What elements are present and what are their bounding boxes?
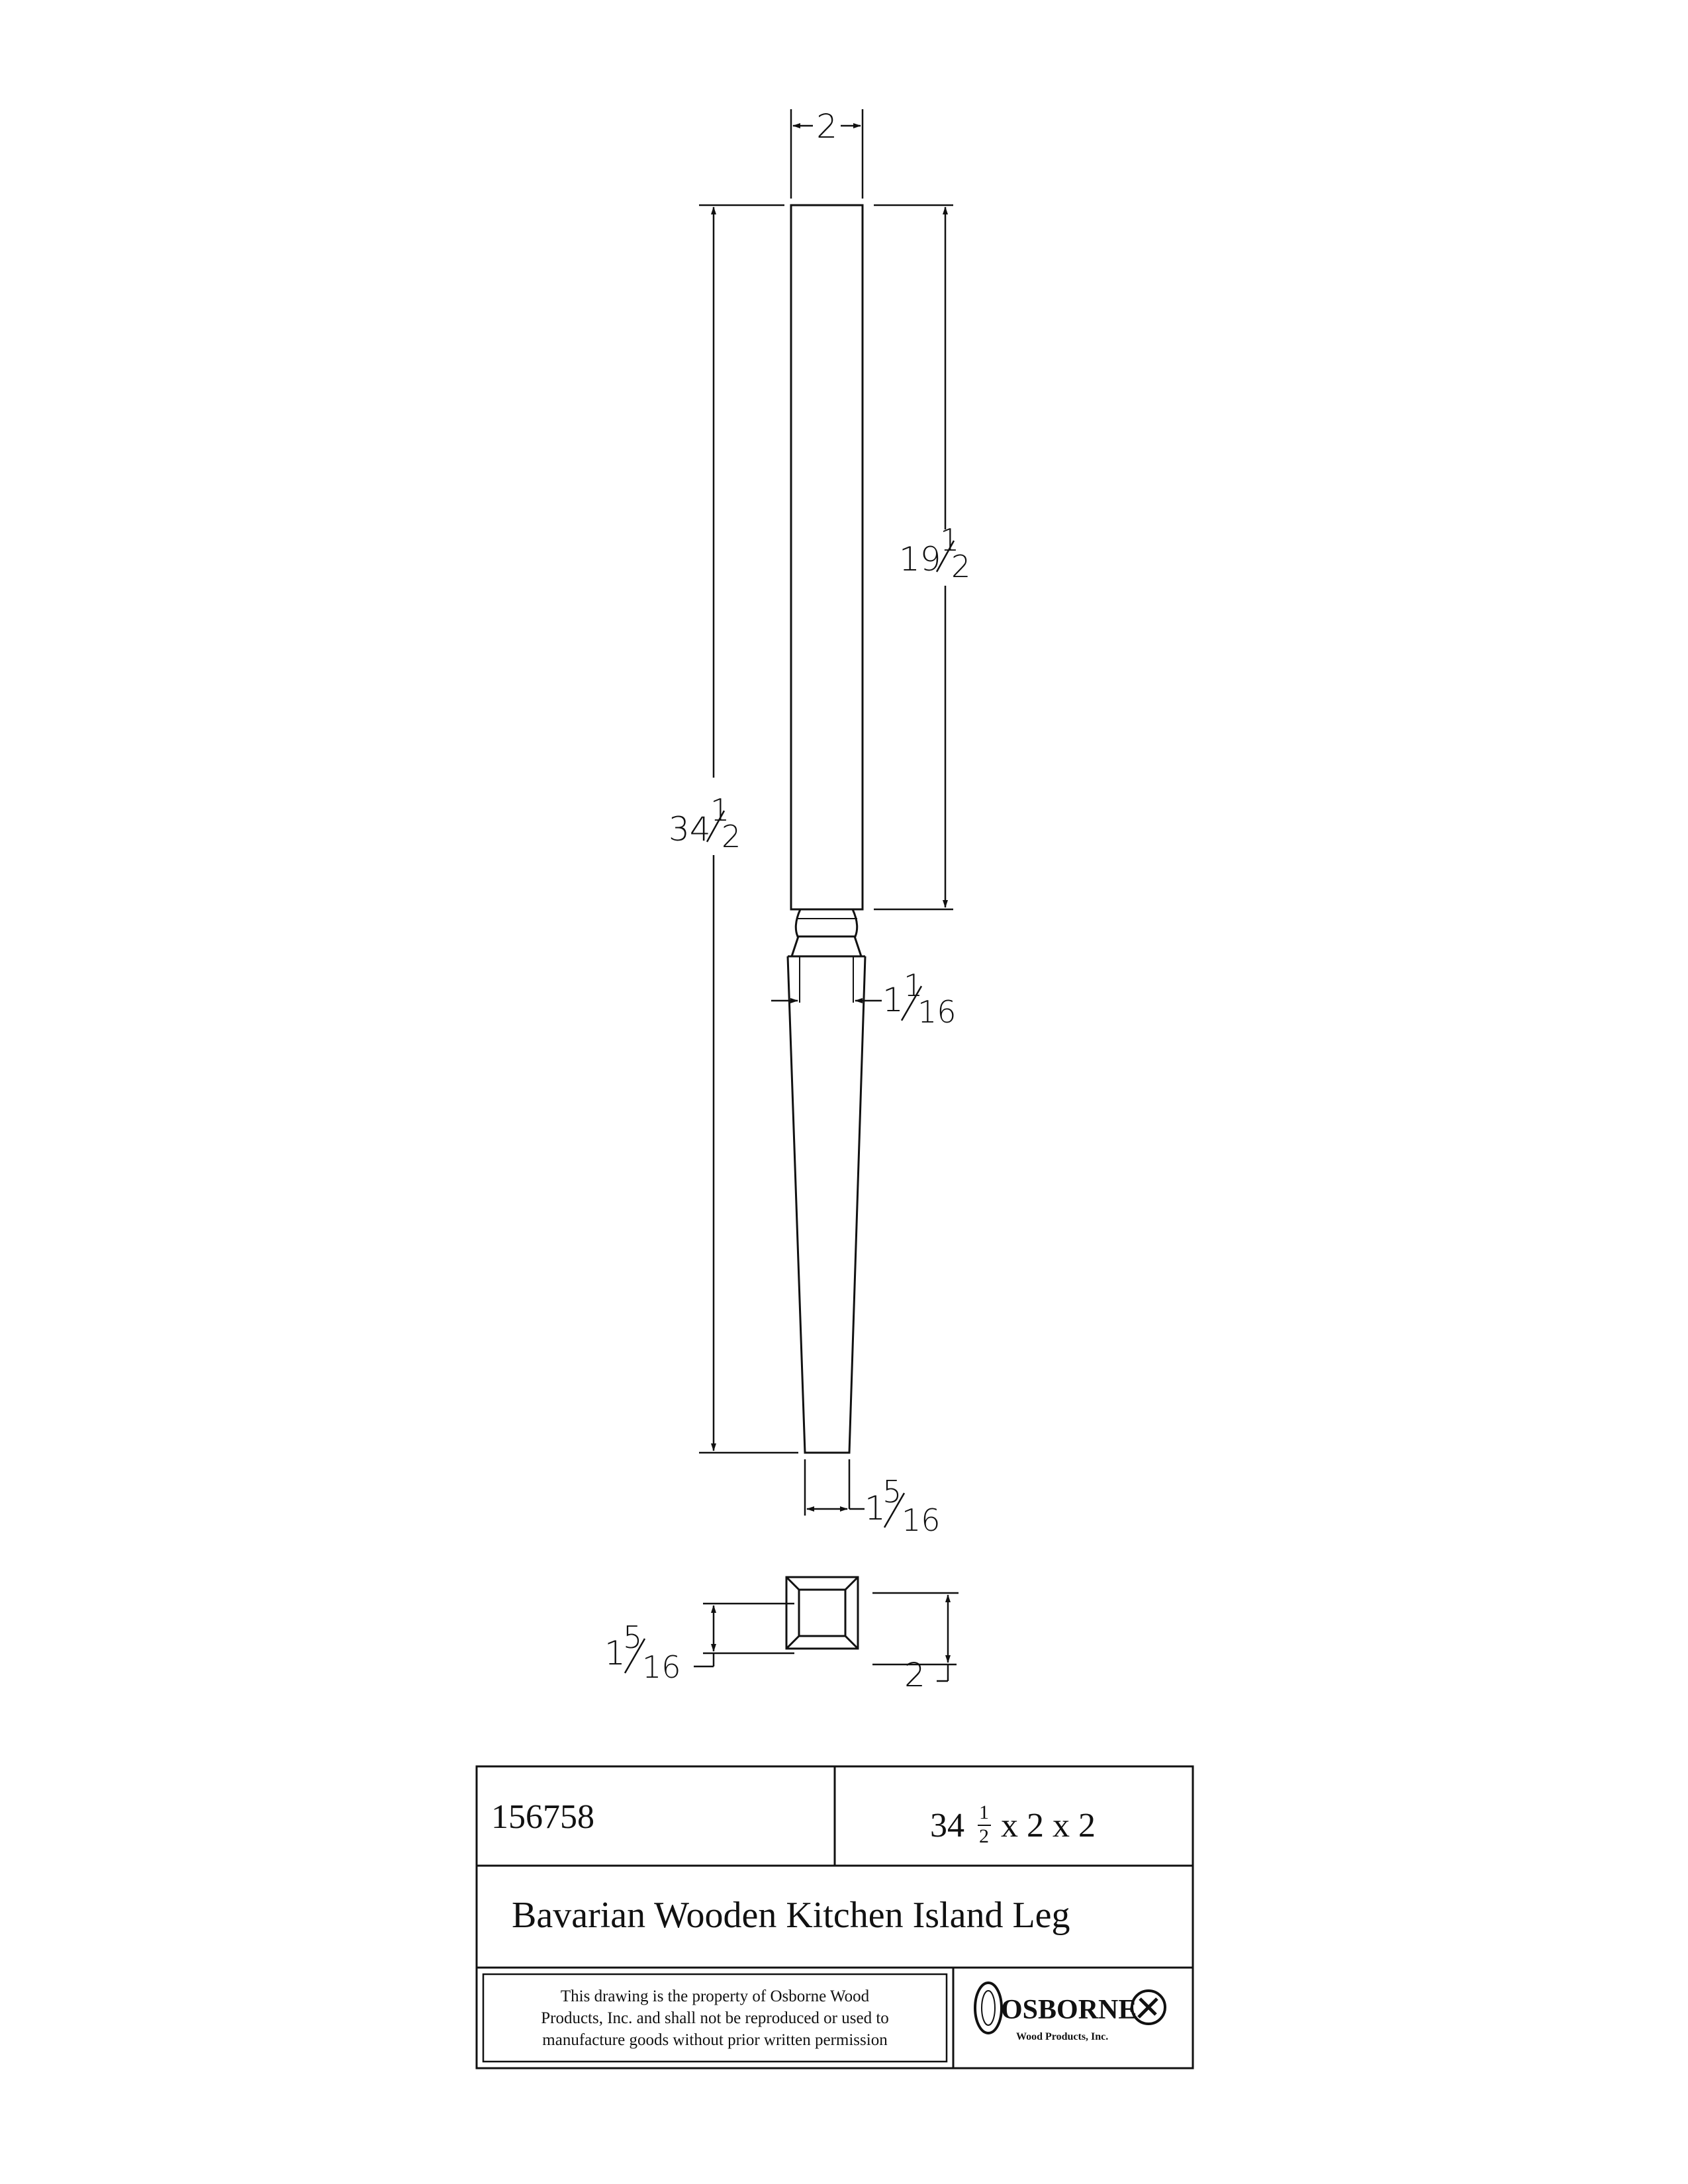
svg-text:16: 16 — [642, 1649, 681, 1685]
title-block — [475, 1765, 1194, 2070]
hammer-icon — [1131, 1989, 1166, 2025]
svg-text:1: 1 — [604, 1634, 626, 1672]
dim-overall-height: 34 1 2 — [669, 792, 741, 854]
leg-elevation — [786, 204, 867, 1454]
dim-top-width: 2 — [816, 107, 837, 146]
svg-text:OSBORNE: OSBORNE — [1001, 1995, 1137, 2025]
svg-text:1: 1 — [940, 522, 959, 558]
svg-text:34: 34 — [669, 810, 711, 848]
osborne-logo: OSBORNE Wood Products, Inc. — [974, 1981, 1166, 2042]
part-number: 156758 — [491, 1798, 594, 1836]
svg-text:16: 16 — [902, 1502, 941, 1538]
svg-text:1: 1 — [710, 792, 729, 828]
dimension-lines — [694, 109, 959, 1682]
svg-text:5: 5 — [623, 1619, 642, 1655]
dim-section-outer: 2 — [904, 1656, 925, 1694]
svg-text:1: 1 — [865, 1489, 886, 1527]
svg-text:1: 1 — [979, 1801, 989, 1823]
dimension-texts: 2 34 1 2 19 1 2 1 1 16 1 5 16 1 5 — [604, 107, 970, 1694]
ownership-notice: This drawing is the property of Osborne … — [541, 1987, 889, 2049]
svg-text:2: 2 — [722, 819, 741, 854]
dim-section-inner: 1 5 16 — [604, 1619, 681, 1685]
svg-text:2: 2 — [951, 549, 970, 584]
leg-bead — [794, 909, 859, 938]
dim-neck-width: 1 1 16 — [882, 968, 957, 1030]
part-description: Bavarian Wooden Kitchen Island Leg — [512, 1895, 1070, 1936]
svg-text:This drawing is the property o: This drawing is the property of Osborne … — [561, 1987, 870, 2005]
part-size: 34 1 2 x 2 x 2 — [930, 1801, 1096, 1847]
svg-text:x 2 x 2: x 2 x 2 — [1001, 1807, 1096, 1844]
svg-text:2: 2 — [979, 1825, 989, 1847]
svg-text:19: 19 — [899, 540, 941, 578]
dim-foot-width: 1 5 16 — [865, 1474, 941, 1538]
leg-square-section — [790, 204, 864, 911]
leg-taper — [786, 956, 867, 1454]
svg-text:manufacture goods without prio: manufacture goods without prior written … — [542, 2031, 888, 2049]
svg-text:5: 5 — [882, 1474, 902, 1510]
svg-text:Products, Inc. and shall not b: Products, Inc. and shall not be reproduc… — [541, 2009, 889, 2027]
svg-text:Wood Products, Inc.: Wood Products, Inc. — [1016, 2031, 1108, 2042]
leg-cross-section — [785, 1576, 859, 1650]
svg-text:16: 16 — [917, 994, 957, 1030]
svg-text:34: 34 — [930, 1807, 964, 1844]
svg-text:1: 1 — [904, 968, 923, 1003]
svg-text:1: 1 — [882, 981, 904, 1019]
dim-square-height: 19 1 2 — [899, 522, 970, 584]
